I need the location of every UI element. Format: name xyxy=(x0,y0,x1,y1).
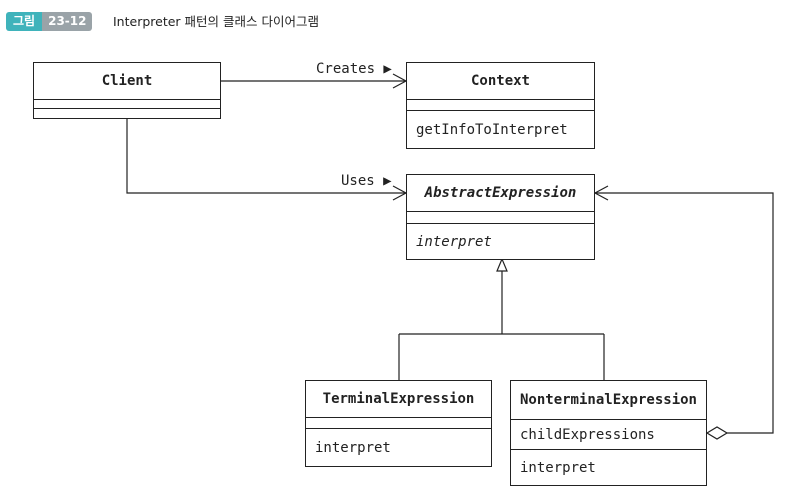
nonterminal-expression-method-interpret: interpret xyxy=(520,459,596,476)
creates-label: Creates ▶ xyxy=(316,61,392,77)
terminal-expression-method-interpret: interpret xyxy=(315,439,391,456)
terminal-expression-class-box: TerminalExpression interpret xyxy=(305,380,492,467)
abstract-expression-class-box: AbstractExpression interpret xyxy=(406,174,595,260)
nonterminal-expression-class-name: NonterminalExpression xyxy=(511,381,706,420)
uses-association-line xyxy=(126,118,406,194)
figure-title: Interpreter 패턴의 클래스 다이어그램 xyxy=(113,14,319,29)
terminal-expression-class-name: TerminalExpression xyxy=(306,381,491,418)
nonterminal-expression-field-childexpressions: childExpressions xyxy=(511,420,706,450)
uses-label: Uses ▶ xyxy=(341,173,392,189)
client-class-box: Client xyxy=(33,62,221,119)
abstract-expression-fields xyxy=(407,212,594,224)
context-fields xyxy=(407,100,594,111)
context-class-name: Context xyxy=(407,63,594,100)
abstract-expression-class-name: AbstractExpression xyxy=(407,175,594,212)
aggregation-line xyxy=(595,192,774,434)
aggregation-diamond xyxy=(705,426,729,440)
figure-badge: 그림 23-12 xyxy=(6,12,93,31)
client-fields xyxy=(34,100,220,109)
figure-badge-number: 23-12 xyxy=(42,12,93,31)
client-class-name: Client xyxy=(34,63,220,100)
figure-badge-label: 그림 xyxy=(6,12,43,31)
terminal-expression-fields xyxy=(306,418,491,429)
aggregation-arrowhead xyxy=(593,185,609,201)
context-method-getinfotointerpret: getInfoToInterpret xyxy=(416,121,568,138)
client-methods xyxy=(34,109,220,118)
abstract-expression-method-interpret: interpret xyxy=(416,233,492,250)
generalization-triangle xyxy=(496,257,508,272)
nonterminal-expression-class-box: NonterminalExpression childExpressions i… xyxy=(510,380,707,486)
context-class-box: Context getInfoToInterpret xyxy=(406,62,595,149)
